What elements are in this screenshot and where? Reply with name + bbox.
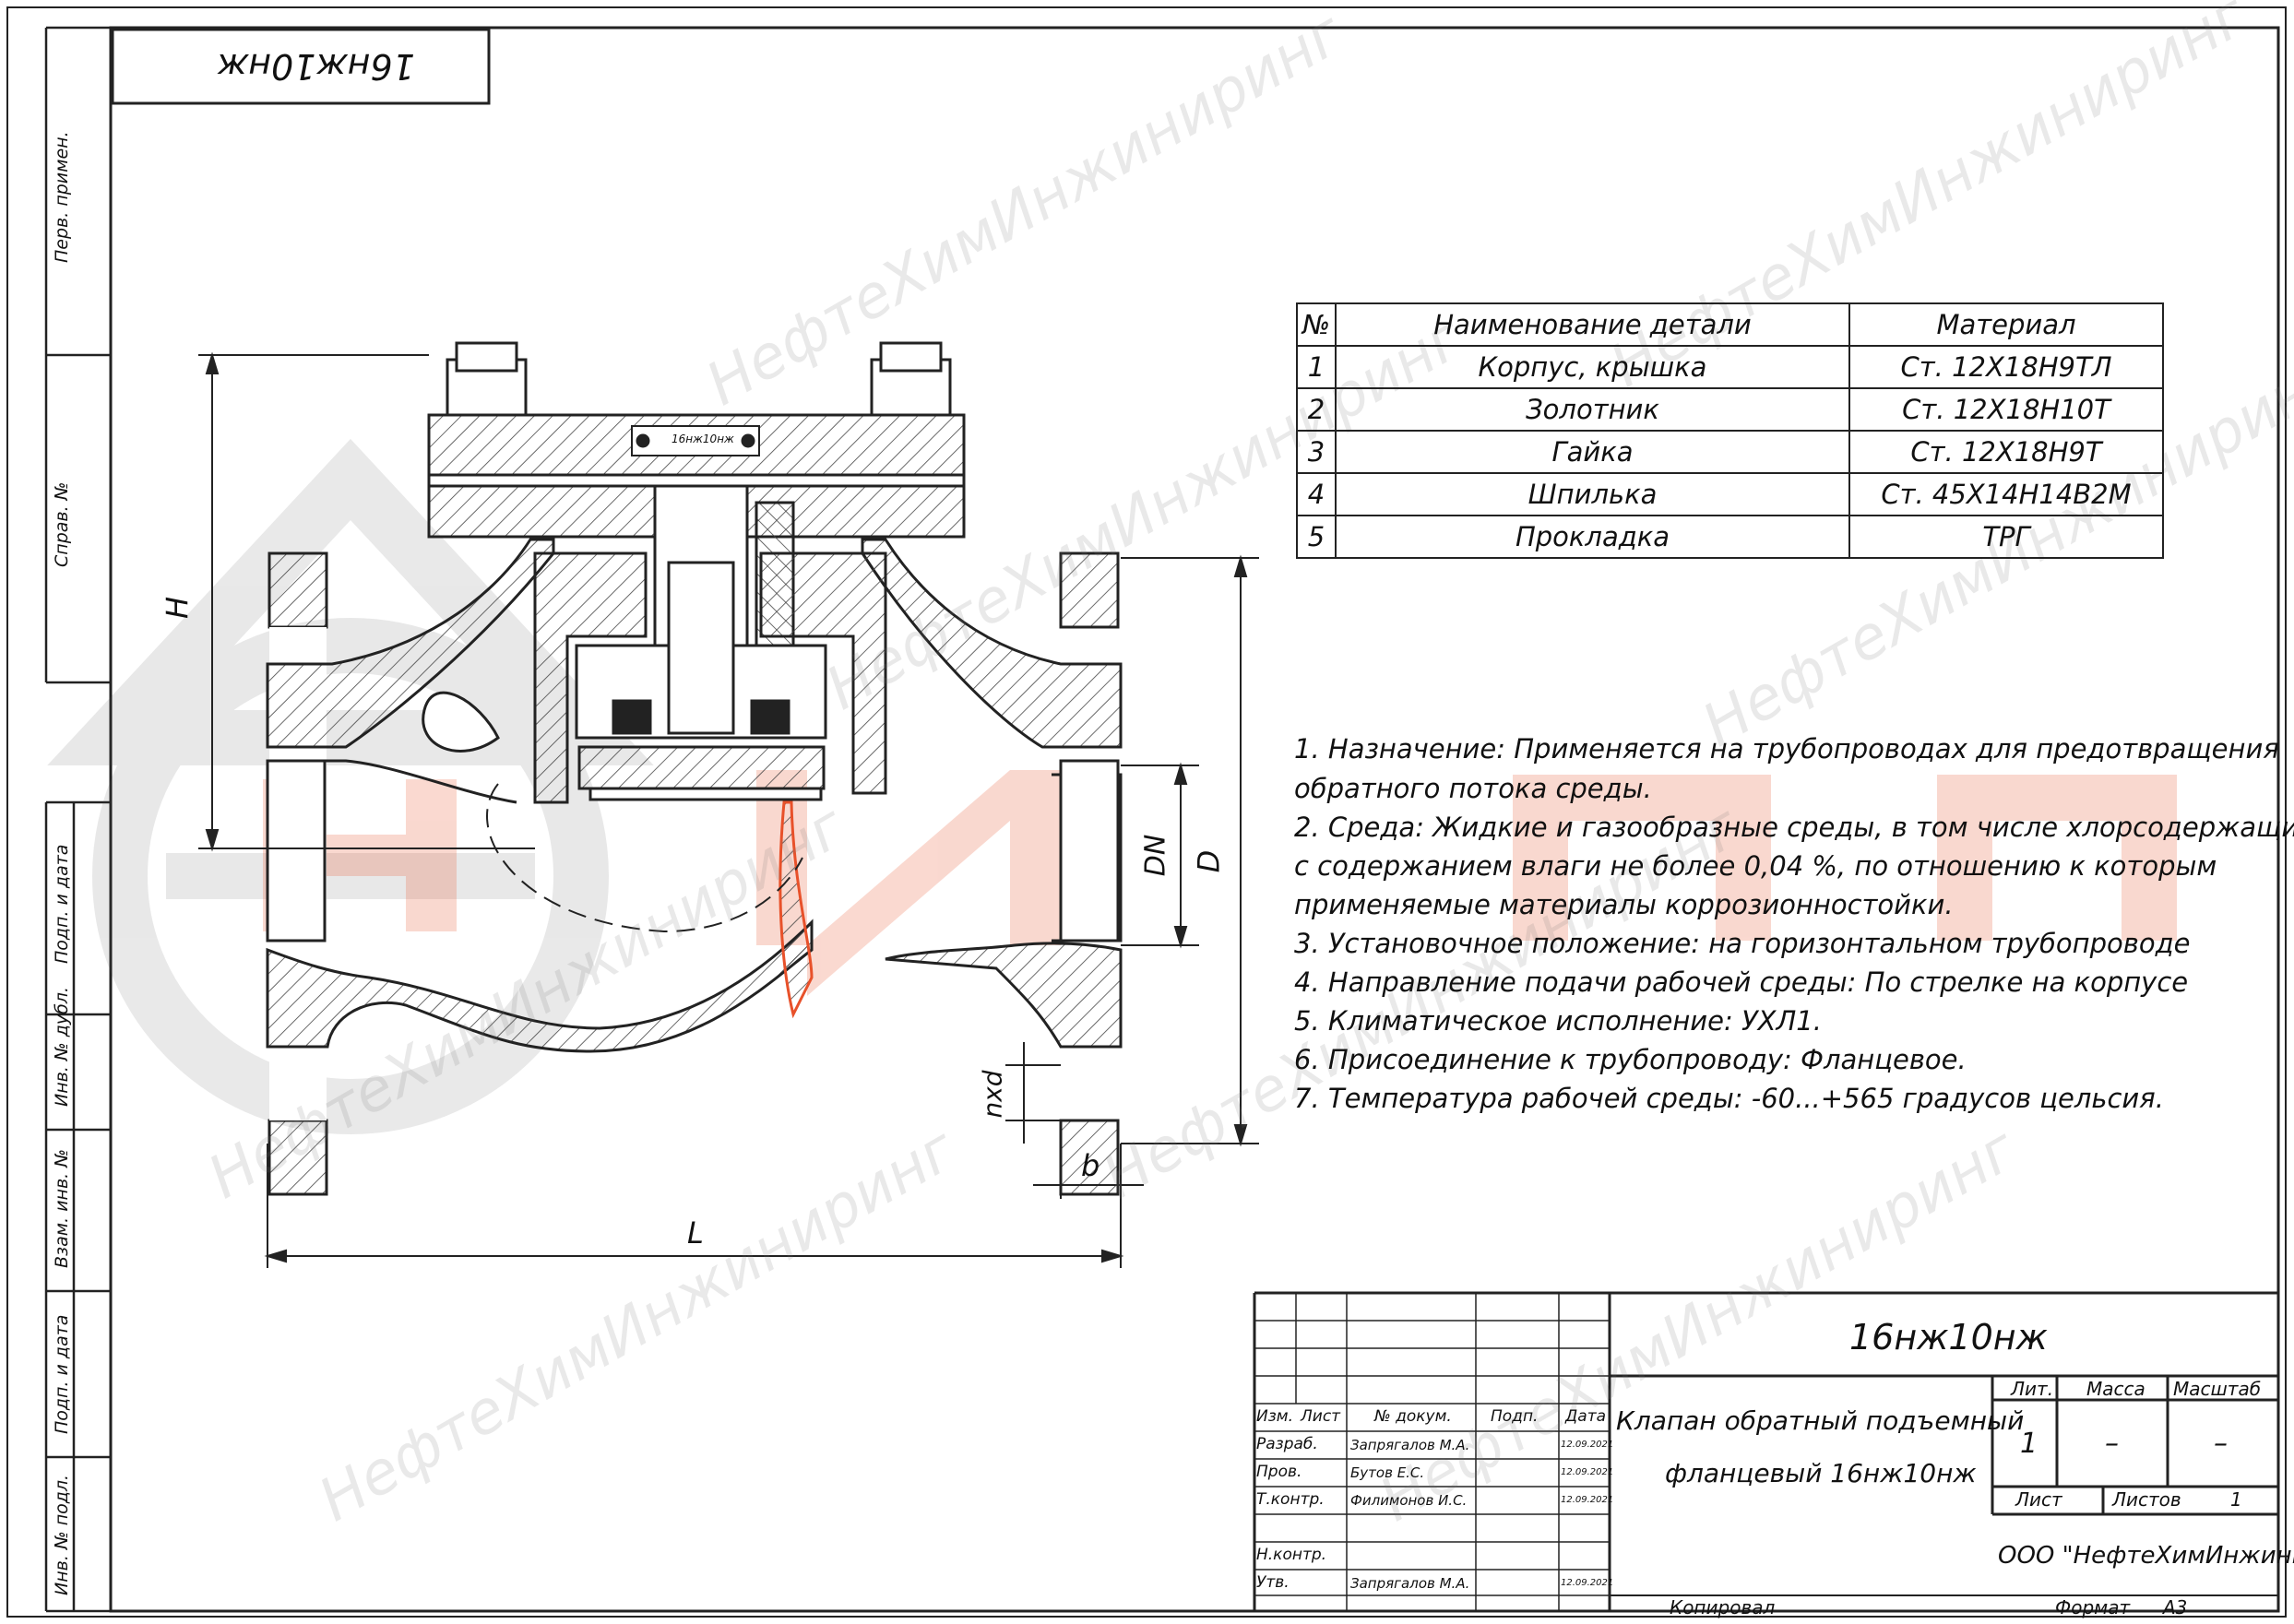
- row-name: Прокладка: [1335, 515, 1850, 559]
- format-label: Формат: [2055, 1596, 2131, 1618]
- masshtab-value: –: [2214, 1428, 2228, 1460]
- note-line: 4. Направление подачи рабочей среды: По …: [1294, 966, 2189, 998]
- dimension-lines: [198, 351, 1259, 1268]
- masshtab-label: Масштаб: [2173, 1378, 2262, 1400]
- row-no: 2: [1296, 387, 1337, 432]
- side-label-podp-data: Подп. и дата: [52, 844, 72, 964]
- dim-H: H: [160, 596, 196, 620]
- dim-DN: DN: [1139, 834, 1172, 877]
- massa-value: –: [2105, 1428, 2119, 1460]
- note-line: с содержанием влаги не более 0,04 %, по …: [1294, 850, 2217, 882]
- kopiroval-label: Копировал: [1670, 1596, 1776, 1618]
- side-label-vzam-inv: Взам. инв. №: [52, 1148, 72, 1268]
- row-material: Ст. 45Х14Н14В2М: [1848, 472, 2164, 516]
- note-line: 1. Назначение: Применяется на трубопрово…: [1294, 733, 2279, 765]
- side-label-podp-data-2: Подп. и дата: [52, 1314, 72, 1434]
- format-value: А3: [2163, 1596, 2188, 1618]
- valve-plate-text: 16нж10нж: [672, 433, 734, 445]
- note-line: 3. Установочное положение: на горизонтал…: [1294, 928, 2191, 959]
- side-label-inv-dubl: Инв. № дубл.: [52, 987, 72, 1107]
- role-label: Пров.: [1256, 1463, 1302, 1481]
- role-date: 12.09.2021: [1561, 1440, 1614, 1450]
- role-person: Запрягалов М.А.: [1350, 1437, 1470, 1453]
- dim-D: D: [1191, 849, 1227, 873]
- row-material: Ст. 12Х18Н9ТЛ: [1848, 345, 2164, 389]
- nhi-logo-red: [263, 770, 2177, 996]
- title-name-line2: фланцевый 16нж10нж: [1665, 1458, 1977, 1488]
- col-header-izm: Изм.: [1256, 1407, 1293, 1426]
- note-line: 6. Присоединение к трубопроводу: Фланцев…: [1294, 1044, 1967, 1075]
- title-block-small-grid: [1254, 1293, 1610, 1611]
- dim-nxd: nxd: [977, 1070, 1008, 1119]
- lit-label: Лит.: [2011, 1378, 2054, 1400]
- note-line: 7. Температура рабочей среды: -60...+565…: [1294, 1083, 2164, 1114]
- note-line: применяемые материалы коррозионностойки.: [1294, 889, 1954, 920]
- col-header-doc: № докум.: [1374, 1407, 1452, 1426]
- valve-drawing: [266, 341, 1123, 1196]
- corner-stamp-text: 16нж10нж: [217, 46, 415, 87]
- title-name-line1: Клапан обратный подъемный: [1616, 1405, 2025, 1436]
- table-row: 1 Корпус, крышка Ст. 12Х18Н9ТЛ: [1296, 345, 2164, 389]
- col-material: Материал: [1848, 302, 2164, 347]
- dim-L: L: [687, 1215, 704, 1251]
- left-side-strip: [44, 26, 111, 1613]
- role-date: 12.09.2021: [1561, 1467, 1614, 1477]
- row-material: Ст. 12Х18Н10Т: [1848, 387, 2164, 432]
- side-label-sprav-no: Справ. №: [52, 481, 72, 567]
- row-name: Корпус, крышка: [1335, 345, 1850, 389]
- row-name: Шпилька: [1335, 472, 1850, 516]
- listov-label: Листов: [2112, 1488, 2181, 1511]
- table-row: 5 Прокладка ТРГ: [1296, 515, 2164, 559]
- row-no: 4: [1296, 472, 1337, 516]
- row-name: Гайка: [1335, 430, 1850, 474]
- role-person: Бутов Е.С.: [1350, 1464, 1425, 1481]
- listov-value: 1: [2230, 1488, 2242, 1511]
- row-no: 1: [1296, 345, 1337, 389]
- role-person: Филимонов И.С.: [1350, 1492, 1468, 1509]
- col-no: №: [1296, 302, 1337, 347]
- role-label: Н.контр.: [1256, 1546, 1327, 1564]
- parts-table: № Наименование детали Материал 1 Корпус,…: [1296, 302, 2164, 559]
- corner-stamp-box: [111, 28, 491, 105]
- table-row: 2 Золотник Ст. 12Х18Н10Т: [1296, 387, 2164, 432]
- col-header-data: Дата: [1565, 1407, 1607, 1426]
- col-header-list: Лист: [1301, 1407, 1341, 1426]
- dim-b: b: [1081, 1148, 1100, 1183]
- role-date: 12.09.2021: [1561, 1495, 1614, 1505]
- parts-table-header: № Наименование детали Материал: [1296, 302, 2164, 347]
- row-material: Ст. 12Х18Н9Т: [1848, 430, 2164, 474]
- massa-label: Масса: [2086, 1378, 2145, 1400]
- col-name: Наименование детали: [1335, 302, 1850, 347]
- row-name: Золотник: [1335, 387, 1850, 432]
- role-label: Утв.: [1256, 1573, 1290, 1592]
- role-label: Разраб.: [1256, 1435, 1318, 1453]
- note-line: 2. Среда: Жидкие и газообразные среды, в…: [1294, 812, 2294, 843]
- row-no: 5: [1296, 515, 1337, 559]
- row-material: ТРГ: [1848, 515, 2164, 559]
- inner-frame: [109, 26, 2280, 1613]
- company-name: ООО "НефтеХимИнжиниринг": [1998, 1542, 2294, 1570]
- title-designation: 16нж10нж: [1849, 1317, 2048, 1357]
- note-line: 5. Климатическое исполнение: УХЛ1.: [1294, 1005, 1822, 1037]
- note-line: обратного потока среды.: [1294, 773, 1652, 804]
- role-person: Запрягалов М.А.: [1350, 1575, 1470, 1592]
- title-block-grid: [1253, 1291, 2278, 1611]
- side-label-inv-podl: Инв. № подл.: [52, 1474, 72, 1595]
- role-label: Т.контр.: [1256, 1490, 1325, 1509]
- role-date: 12.09.2021: [1561, 1578, 1614, 1588]
- lit-value: 1: [2020, 1428, 2038, 1460]
- row-no: 3: [1296, 430, 1337, 474]
- col-header-podp: Подп.: [1491, 1407, 1539, 1426]
- outer-border: [6, 6, 2287, 1618]
- side-label-perv-primen: Перв. примен.: [52, 131, 72, 263]
- table-row: 4 Шпилька Ст. 45Х14Н14В2М: [1296, 472, 2164, 516]
- list-label: Лист: [2015, 1488, 2062, 1511]
- table-row: 3 Гайка Ст. 12Х18Н9Т: [1296, 430, 2164, 474]
